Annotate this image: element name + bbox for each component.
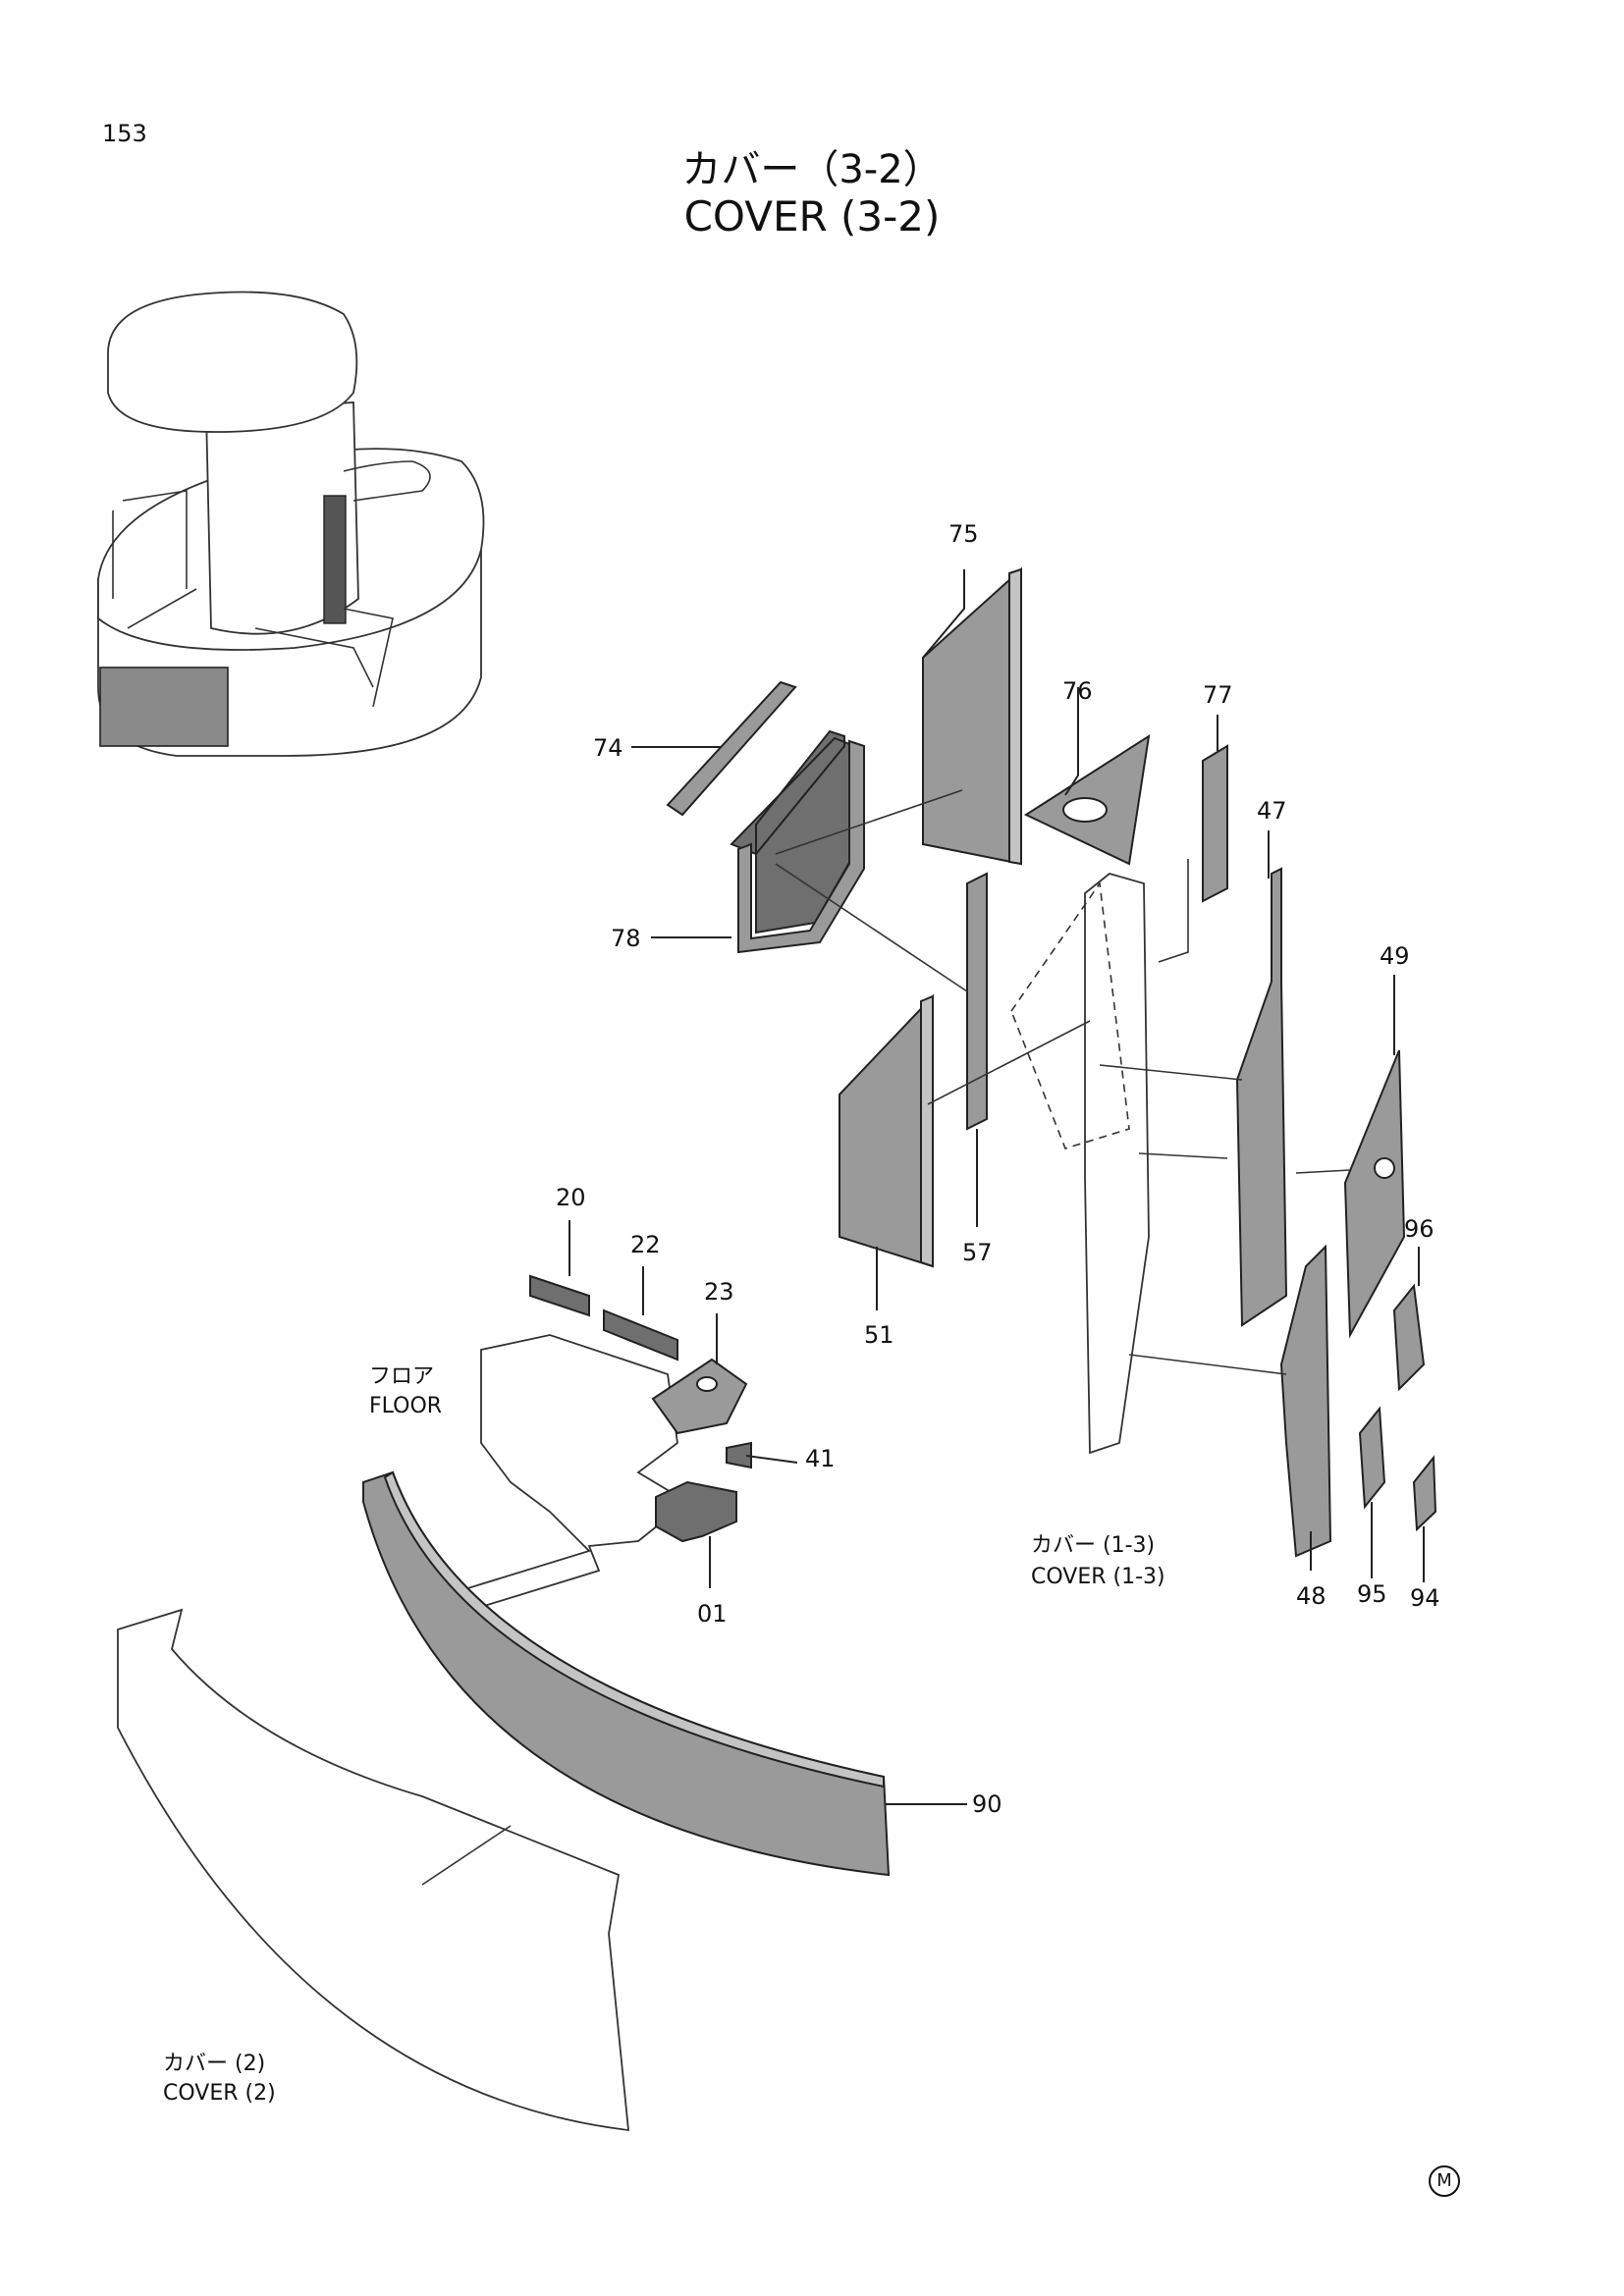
cover-1-3-label-jp: カバー (1-3) (1031, 1533, 1156, 1558)
corner-mark: M (1429, 2165, 1460, 2197)
callout-51: 51 (864, 1321, 894, 1349)
part-20-block (529, 1274, 590, 1317)
part-23-hole (696, 1376, 718, 1392)
part-51-panel (839, 993, 934, 1268)
cover-1-3-label-en: COVER (1-3) (1031, 1565, 1165, 1589)
part-77-plate (1202, 744, 1228, 903)
part-51-edge (920, 994, 934, 1268)
part-48-plate (1279, 1244, 1332, 1558)
machine-key-illustration (97, 291, 485, 757)
title-english: COVER (3-2) (683, 192, 941, 240)
callout-78: 78 (611, 925, 641, 952)
part-47-plate (1235, 867, 1288, 1327)
part-94-plate (1412, 1455, 1437, 1532)
part-78-gasket-back (737, 739, 865, 954)
callout-22: 22 (630, 1231, 661, 1258)
callout-47: 47 (1257, 797, 1287, 825)
callout-74: 74 (593, 734, 623, 762)
part-23-bracket (651, 1358, 748, 1435)
part-95-plate (1358, 1406, 1386, 1510)
callout-49: 49 (1380, 942, 1410, 970)
part-75-panel (922, 566, 1022, 866)
callout-94: 94 (1410, 1584, 1440, 1612)
callout-01: 01 (697, 1600, 728, 1628)
part-49-plate (1343, 1049, 1406, 1339)
part-41-wedge (726, 1441, 752, 1469)
callout-96: 96 (1404, 1215, 1435, 1243)
part-49-hole (1374, 1157, 1395, 1179)
part-57-strip (966, 872, 988, 1131)
callout-75: 75 (948, 520, 979, 548)
floor-label-en: FLOOR (369, 1394, 443, 1418)
cover-2-outline (117, 1608, 630, 2132)
callout-41: 41 (805, 1445, 836, 1472)
part-74-strip (666, 680, 797, 817)
callout-23: 23 (704, 1278, 734, 1306)
callout-76: 76 (1062, 677, 1093, 705)
highlighted-panel (323, 495, 347, 624)
part-01-block (655, 1480, 737, 1543)
callout-57: 57 (962, 1239, 993, 1266)
part-76-hole (1062, 797, 1108, 823)
part-75-edge (1008, 567, 1022, 866)
cover-2-label-jp: カバー (2) (163, 2052, 266, 2076)
callout-48: 48 (1296, 1582, 1326, 1610)
grille-panel (99, 667, 229, 747)
floor-outline (460, 1334, 689, 1612)
callout-95: 95 (1357, 1580, 1387, 1608)
part-96-bracket (1392, 1283, 1426, 1392)
cover-1-3-outline (1084, 873, 1150, 1455)
part-22-block (603, 1308, 678, 1362)
callout-77: 77 (1203, 681, 1233, 709)
cover-2-label-en: COVER (2) (163, 2081, 276, 2106)
page-number: 153 (102, 120, 147, 147)
title-japanese: カバー（3-2） (681, 147, 943, 192)
callout-20: 20 (556, 1184, 586, 1211)
floor-label-jp: フロア (369, 1364, 435, 1389)
leader-lines (568, 569, 1425, 1805)
callout-90: 90 (972, 1790, 1002, 1818)
